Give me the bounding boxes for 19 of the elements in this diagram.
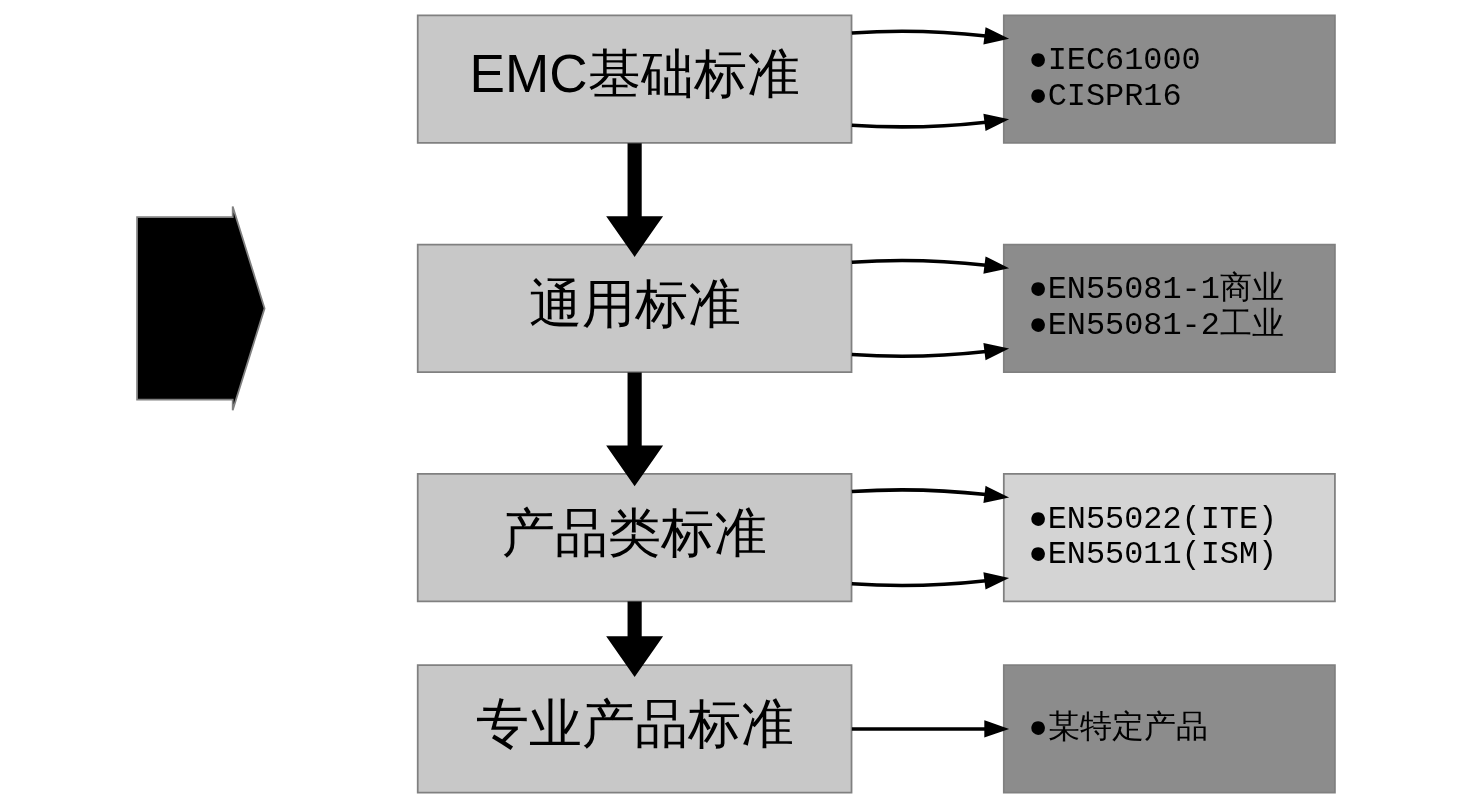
arrow bbox=[851, 485, 1010, 504]
arrow bbox=[851, 27, 1010, 45]
arrow bbox=[851, 720, 1010, 738]
arrow bbox=[606, 601, 664, 677]
node-arrow bbox=[136, 205, 266, 412]
arrow bbox=[606, 143, 664, 257]
node-box: 专业产品标准 bbox=[416, 664, 853, 794]
node-box: 产品类标准 bbox=[416, 473, 853, 603]
arrow bbox=[851, 572, 1010, 590]
node-box: ●IEC61000 ●CISPR16 bbox=[1002, 14, 1336, 144]
node-box: EMC基础标准 bbox=[416, 14, 853, 144]
node-box: 通用标准 bbox=[416, 243, 853, 373]
arrow bbox=[851, 343, 1010, 361]
node-box: ●EN55081-1商业 ●EN55081-2工业 bbox=[1002, 243, 1336, 373]
arrow bbox=[851, 256, 1010, 274]
node-box: ●某特定产品 bbox=[1002, 664, 1336, 794]
node-box: ●EN55022(ITE) ●EN55011(ISM) bbox=[1002, 473, 1336, 603]
arrow bbox=[606, 372, 664, 487]
arrow bbox=[851, 113, 1010, 131]
